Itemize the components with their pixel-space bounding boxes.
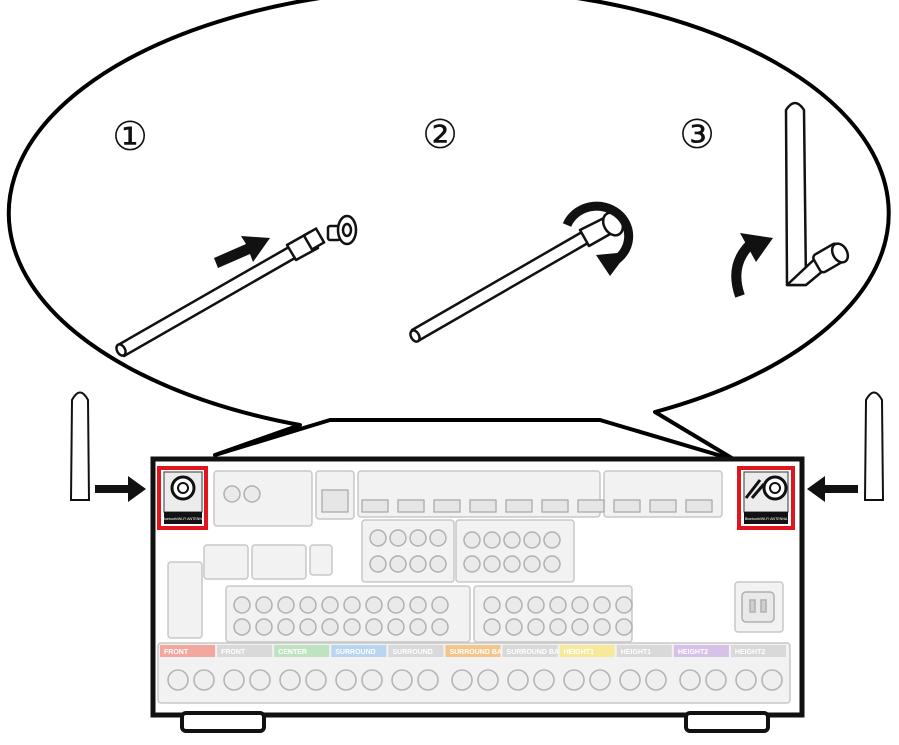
speaker-terminal-labels: FRONT FRONT CENTER SURROUND SURROUND SURROUND… xyxy=(160,645,786,657)
speaker-group-label: SURROUND BACK xyxy=(449,649,512,656)
speaker-group-swatch xyxy=(730,645,786,657)
step-2-rotate-arrow-icon xyxy=(562,201,634,276)
speaker-group-swatch xyxy=(388,645,444,657)
step-1-connector xyxy=(326,214,358,246)
left-antenna-label: Bluetooth/Wi-Fi ANTENNA xyxy=(162,517,205,521)
step-3-number: ③ xyxy=(679,112,715,158)
left-antenna-connector: Bluetooth/Wi-Fi ANTENNA xyxy=(157,466,208,530)
step-3-antenna xyxy=(784,101,850,287)
speaker-group-swatch xyxy=(160,645,216,657)
right-antenna-label: Bluetooth/Wi-Fi ANTENNA xyxy=(745,517,788,521)
step-2-number: ② xyxy=(422,112,458,158)
speaker-group-label: HEIGHT1 xyxy=(564,649,594,656)
speaker-group-label: CENTER xyxy=(278,649,307,656)
step-1-push-arrow-icon xyxy=(214,236,270,268)
right-insert-arrow-icon xyxy=(807,476,858,502)
speaker-group-label: FRONT xyxy=(164,649,189,656)
speaker-group-label: HEIGHT2 xyxy=(678,649,708,656)
receiver-rear-panel: FRONT FRONT CENTER SURROUND SURROUND SURROUND… xyxy=(150,456,805,733)
left-antenna xyxy=(69,391,91,501)
speaker-group-label: FRONT xyxy=(221,649,246,656)
speaker-group-label: HEIGHT2 xyxy=(735,649,765,656)
speaker-group-swatch xyxy=(673,645,729,657)
speaker-group-label: SURROUND xyxy=(335,649,375,656)
speaker-group-swatch xyxy=(445,645,501,657)
step-3-raise-arrow-icon xyxy=(731,233,773,298)
callout-bubble xyxy=(6,0,891,462)
step-1-number: ① xyxy=(112,114,148,160)
step-1-antenna xyxy=(115,227,326,358)
speaker-group-swatch xyxy=(559,645,615,657)
speaker-group-swatch xyxy=(274,645,330,657)
speaker-group-label: SURROUND xyxy=(392,649,432,656)
speaker-group-swatch xyxy=(331,645,387,657)
speaker-group-swatch xyxy=(217,645,273,657)
speaker-group-label: SURROUND BACK xyxy=(507,649,570,656)
left-insert-arrow-icon xyxy=(95,476,146,502)
right-antenna xyxy=(863,391,885,501)
speaker-group-swatch xyxy=(502,645,558,657)
speaker-group-label: HEIGHT1 xyxy=(621,649,651,656)
step-2-antenna xyxy=(409,211,625,343)
speaker-group-swatch xyxy=(616,645,672,657)
right-antenna-connector: Bluetooth/Wi-Fi ANTENNA xyxy=(737,466,795,530)
